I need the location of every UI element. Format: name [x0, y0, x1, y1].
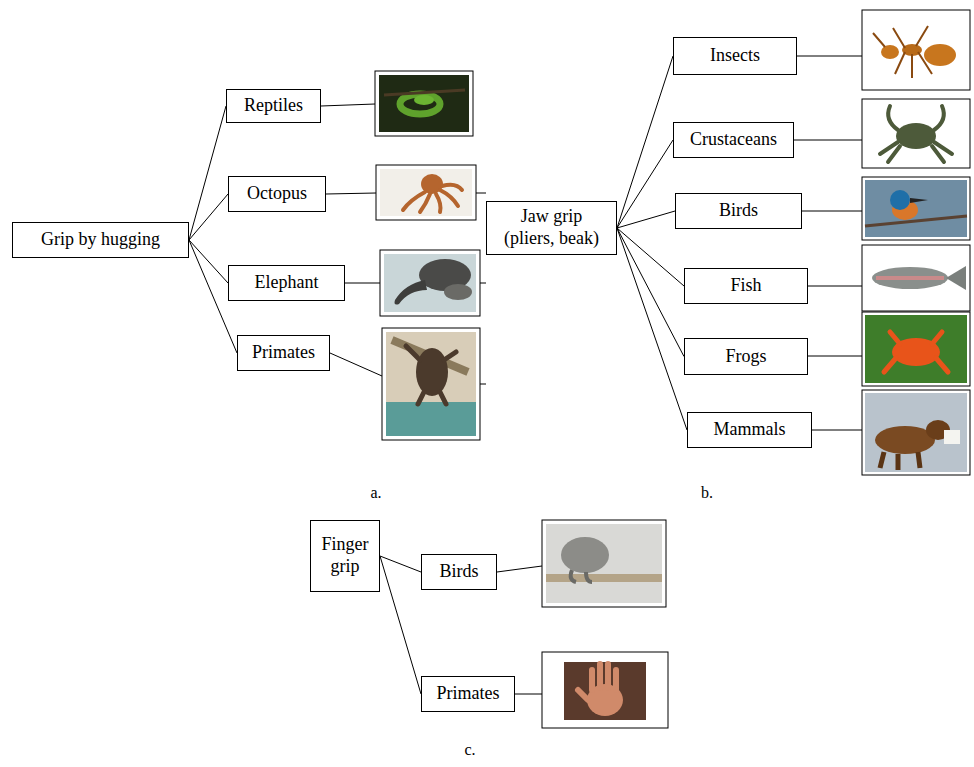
elephant-photo: [380, 250, 480, 316]
category-box: Crustaceans: [673, 122, 794, 158]
branch-line: [617, 228, 687, 430]
category-label: Primates: [252, 342, 315, 364]
category-box: Reptiles: [226, 89, 321, 123]
category-box: Insects: [673, 37, 797, 75]
frog-photo: [862, 312, 970, 386]
category-label: Crustaceans: [690, 129, 777, 151]
category-label: Reptiles: [244, 95, 303, 117]
branch-line: [617, 56, 673, 228]
branch-line: [617, 211, 675, 228]
category-label: Octopus: [247, 183, 307, 205]
branch-line: [380, 556, 421, 572]
category-box: Primates: [421, 676, 515, 712]
category-box: Birds: [675, 193, 802, 229]
branch-line: [617, 228, 684, 357]
category-box: Grip by hugging: [12, 222, 189, 258]
category-box: Octopus: [228, 176, 326, 212]
category-label: Primates: [437, 683, 500, 705]
category-label: Fish: [730, 275, 761, 297]
octopus-photo: [376, 165, 476, 220]
category-box: Elephant: [228, 265, 345, 301]
branch-line: [189, 194, 228, 240]
category-label: Jaw grip (pliers, beak): [495, 206, 608, 249]
category-label: Birds: [719, 200, 758, 222]
category-label: Finger grip: [319, 534, 371, 577]
crab-photo: [862, 99, 970, 168]
branch-line: [189, 240, 228, 283]
category-label: Mammals: [714, 419, 786, 441]
category-box: Frogs: [684, 338, 808, 375]
category-label: Grip by hugging: [41, 229, 160, 251]
category-label: Frogs: [725, 346, 766, 368]
branch-line: [617, 140, 673, 228]
primate-photo: [382, 328, 480, 440]
hand-photo: [542, 652, 668, 728]
category-box: Birds: [421, 554, 497, 590]
category-box: Mammals: [687, 412, 812, 448]
category-box: Jaw grip (pliers, beak): [486, 201, 617, 255]
ant-photo: [862, 10, 970, 90]
bird-foot-photo: [542, 520, 666, 607]
panel-letter: a.: [370, 484, 381, 502]
category-box: Fish: [684, 268, 808, 304]
category-box: Finger grip: [310, 520, 380, 592]
branch-line: [380, 556, 421, 694]
mammal-photo: [862, 390, 970, 475]
leader-lines: [321, 56, 862, 694]
category-label: Elephant: [255, 272, 319, 294]
bird-photo: [862, 177, 970, 240]
branch-line: [189, 106, 226, 240]
fish-photo: [862, 245, 970, 311]
category-box: Primates: [237, 335, 330, 371]
panel-letter: b.: [701, 484, 713, 502]
panel-letter: c.: [464, 741, 475, 759]
category-label: Birds: [439, 561, 478, 583]
reptile-photo: [375, 71, 473, 136]
category-label: Insects: [710, 45, 760, 67]
